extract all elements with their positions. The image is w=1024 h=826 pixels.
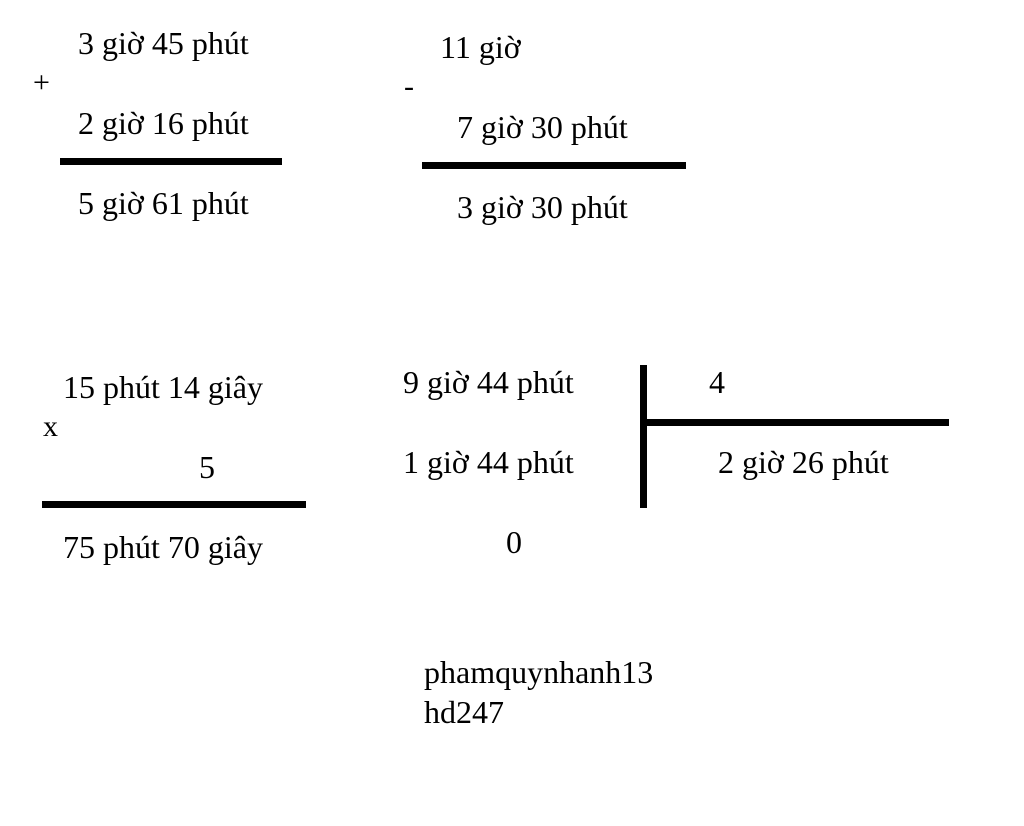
subtraction-operand-1: 11 giờ [440,29,521,65]
addition-result: 5 giờ 61 phút [78,185,249,221]
watermark-line-2: hd247 [424,694,504,730]
multiplication-result: 75 phút 70 giây [63,529,263,565]
times-operator: x [43,410,58,443]
watermark-line-1: phamquynhanh13 [424,654,654,690]
division-remainder: 0 [506,524,522,560]
multiplication-operand-1: 15 phút 14 giây [63,369,263,405]
division-remainder-step: 1 giờ 44 phút [403,444,574,480]
addition-operand-1: 3 giờ 45 phút [78,25,249,61]
plus-operator: + [33,66,50,99]
division-quotient: 2 giờ 26 phút [718,444,889,480]
division-horizontal-line [640,419,949,426]
division-divisor: 4 [709,364,725,400]
division-dividend: 9 giờ 44 phút [403,364,574,400]
addition-rule-line [60,158,282,165]
minus-operator: - [404,70,414,103]
multiplication-rule-line [42,501,306,508]
subtraction-rule-line [422,162,686,169]
subtraction-operand-2: 7 giờ 30 phút [457,109,628,145]
subtraction-result: 3 giờ 30 phút [457,189,628,225]
addition-operand-2: 2 giờ 16 phút [78,105,249,141]
multiplication-operand-2: 5 [199,449,215,485]
division-vertical-line [640,365,647,508]
